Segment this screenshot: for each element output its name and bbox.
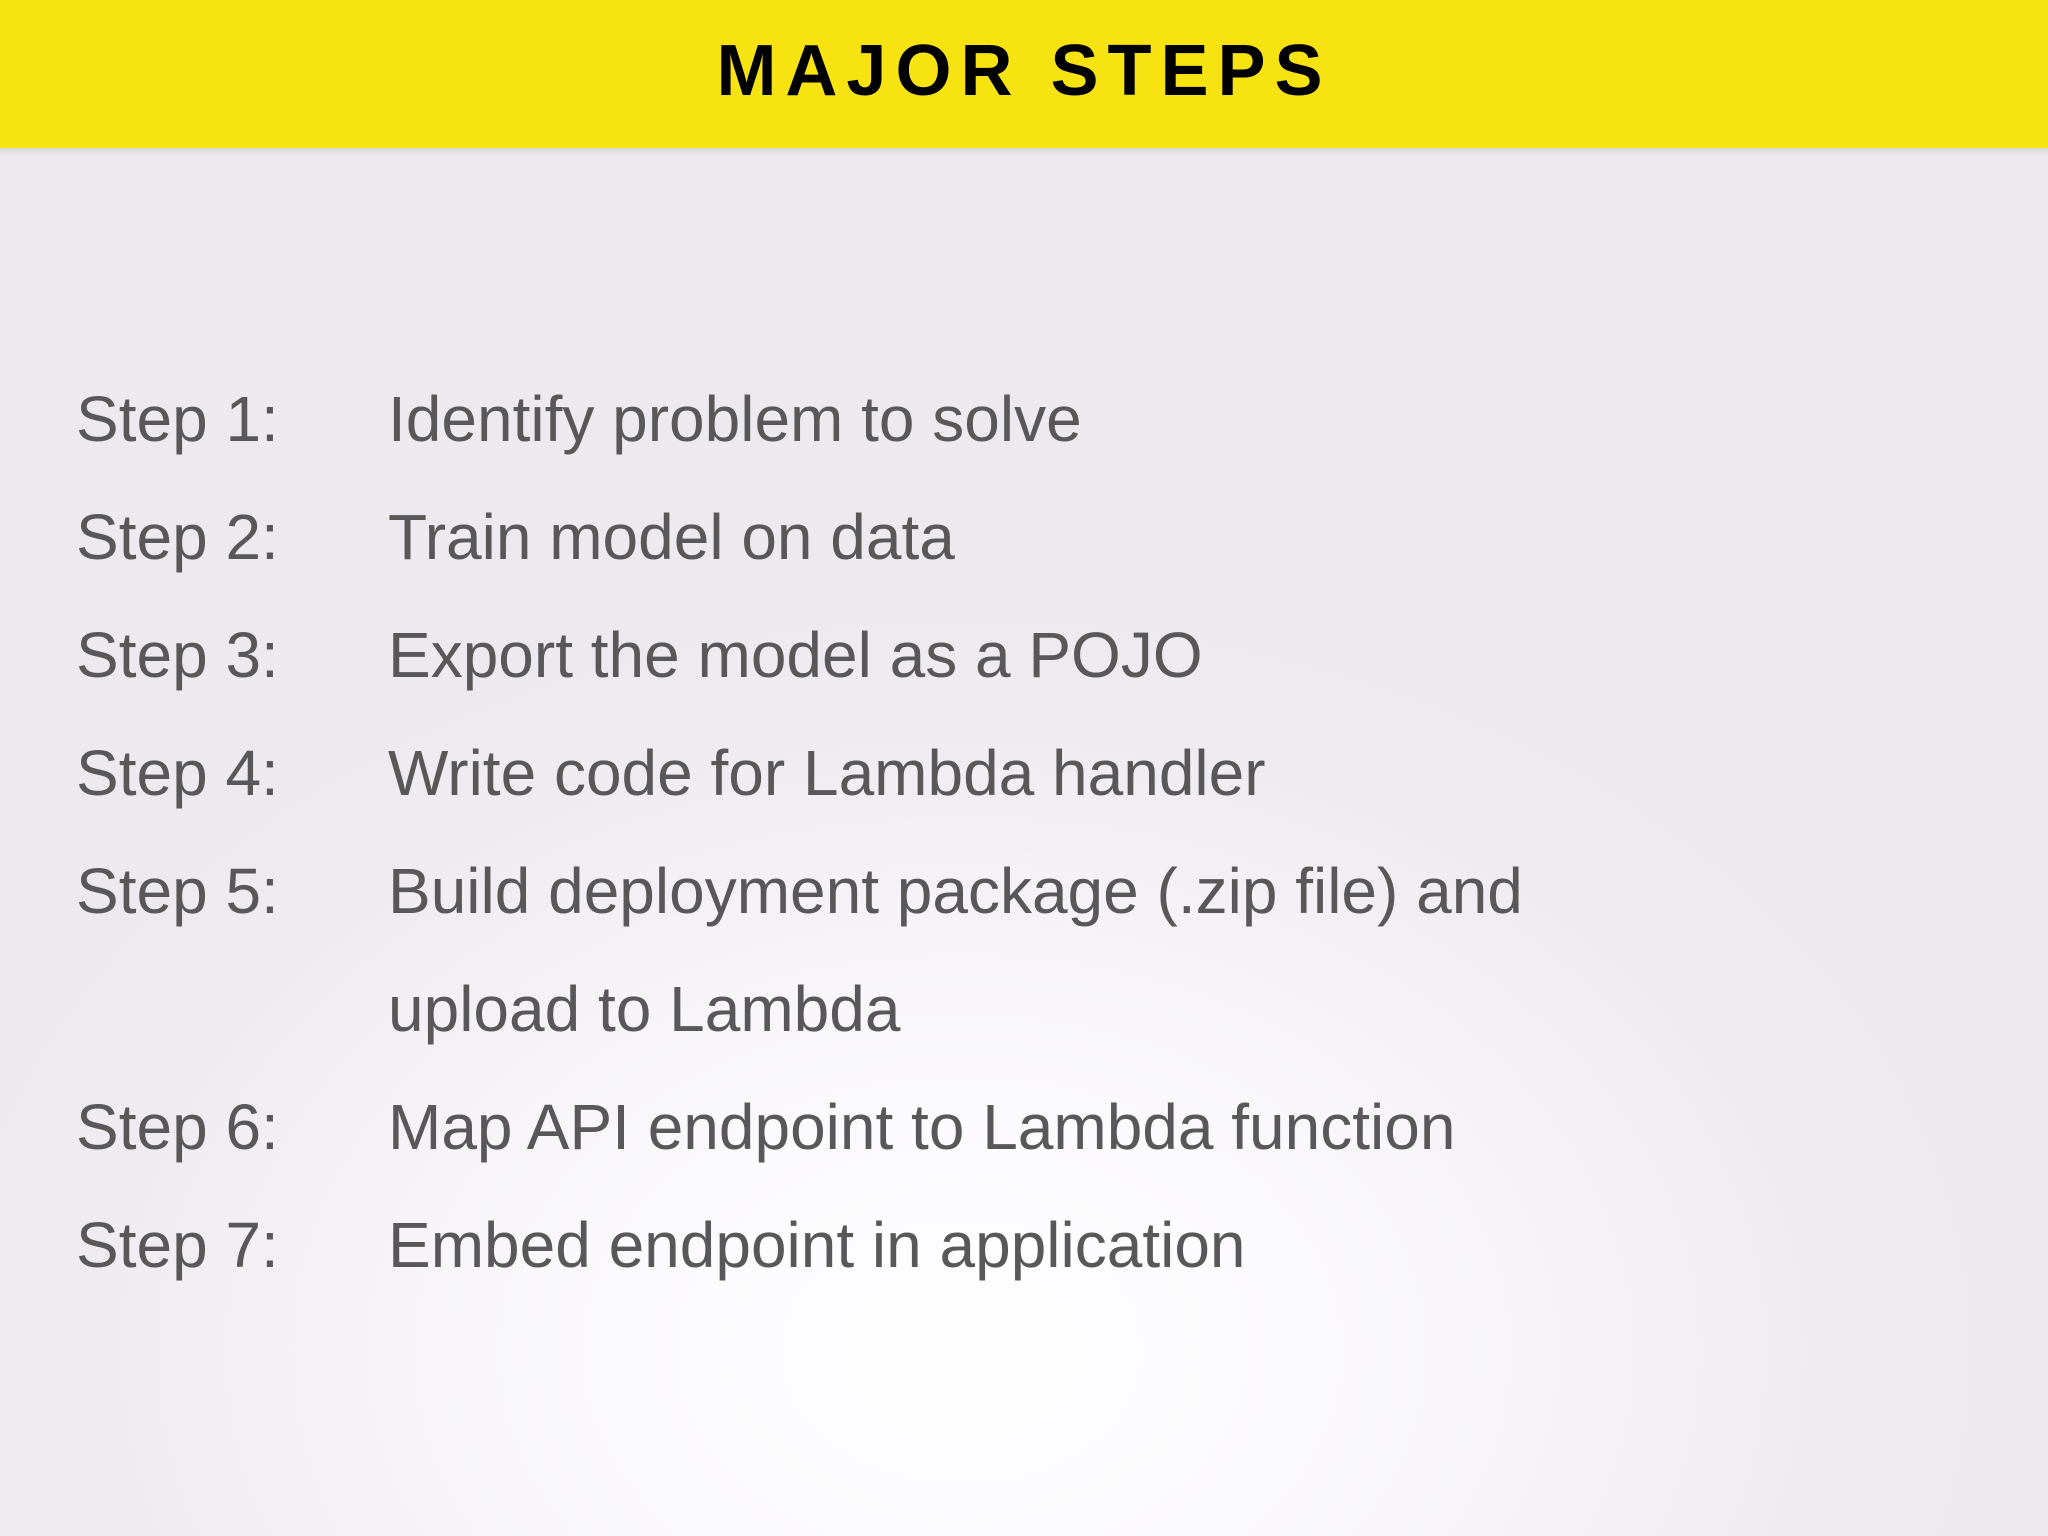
title-band: MAJOR STEPS (0, 0, 2048, 148)
list-item: Step 2: Train model on data (76, 478, 1976, 596)
step-description: Export the model as a POJO (388, 619, 1203, 691)
step-label: Step 5: (76, 855, 279, 927)
step-description: Train model on data (388, 501, 955, 573)
step-description: Identify problem to solve (388, 383, 1082, 455)
list-item: Step 1: Identify problem to solve (76, 360, 1976, 478)
list-item: Step 4: Write code for Lambda handler (76, 714, 1976, 832)
step-description-continued: upload to Lambda (388, 973, 901, 1045)
step-description: Map API endpoint to Lambda function (388, 1091, 1456, 1163)
page-title: MAJOR STEPS (716, 31, 1332, 111)
list-item: Step 5: Build deployment package (.zip fi… (76, 832, 1976, 1068)
step-label: Step 2: (76, 501, 279, 573)
step-description: Write code for Lambda handler (388, 737, 1266, 809)
list-item: Step 7: Embed endpoint in application (76, 1186, 1976, 1304)
step-label: Step 3: (76, 619, 279, 691)
step-label: Step 6: (76, 1091, 279, 1163)
steps-list: Step 1: Identify problem to solve Step 2:… (76, 360, 1976, 1304)
list-item: Step 6: Map API endpoint to Lambda functi… (76, 1068, 1976, 1186)
title-band-shadow (0, 148, 2048, 156)
step-first-line: Step 5: Build deployment package (.zip fi… (76, 832, 1976, 950)
step-label: Step 4: (76, 737, 279, 809)
step-label: Step 1: (76, 383, 279, 455)
step-description: Embed endpoint in application (388, 1209, 1246, 1281)
step-description: Build deployment package (.zip file) and (388, 855, 1523, 927)
step-label: Step 7: (76, 1209, 279, 1281)
list-item: Step 3: Export the model as a POJO (76, 596, 1976, 714)
